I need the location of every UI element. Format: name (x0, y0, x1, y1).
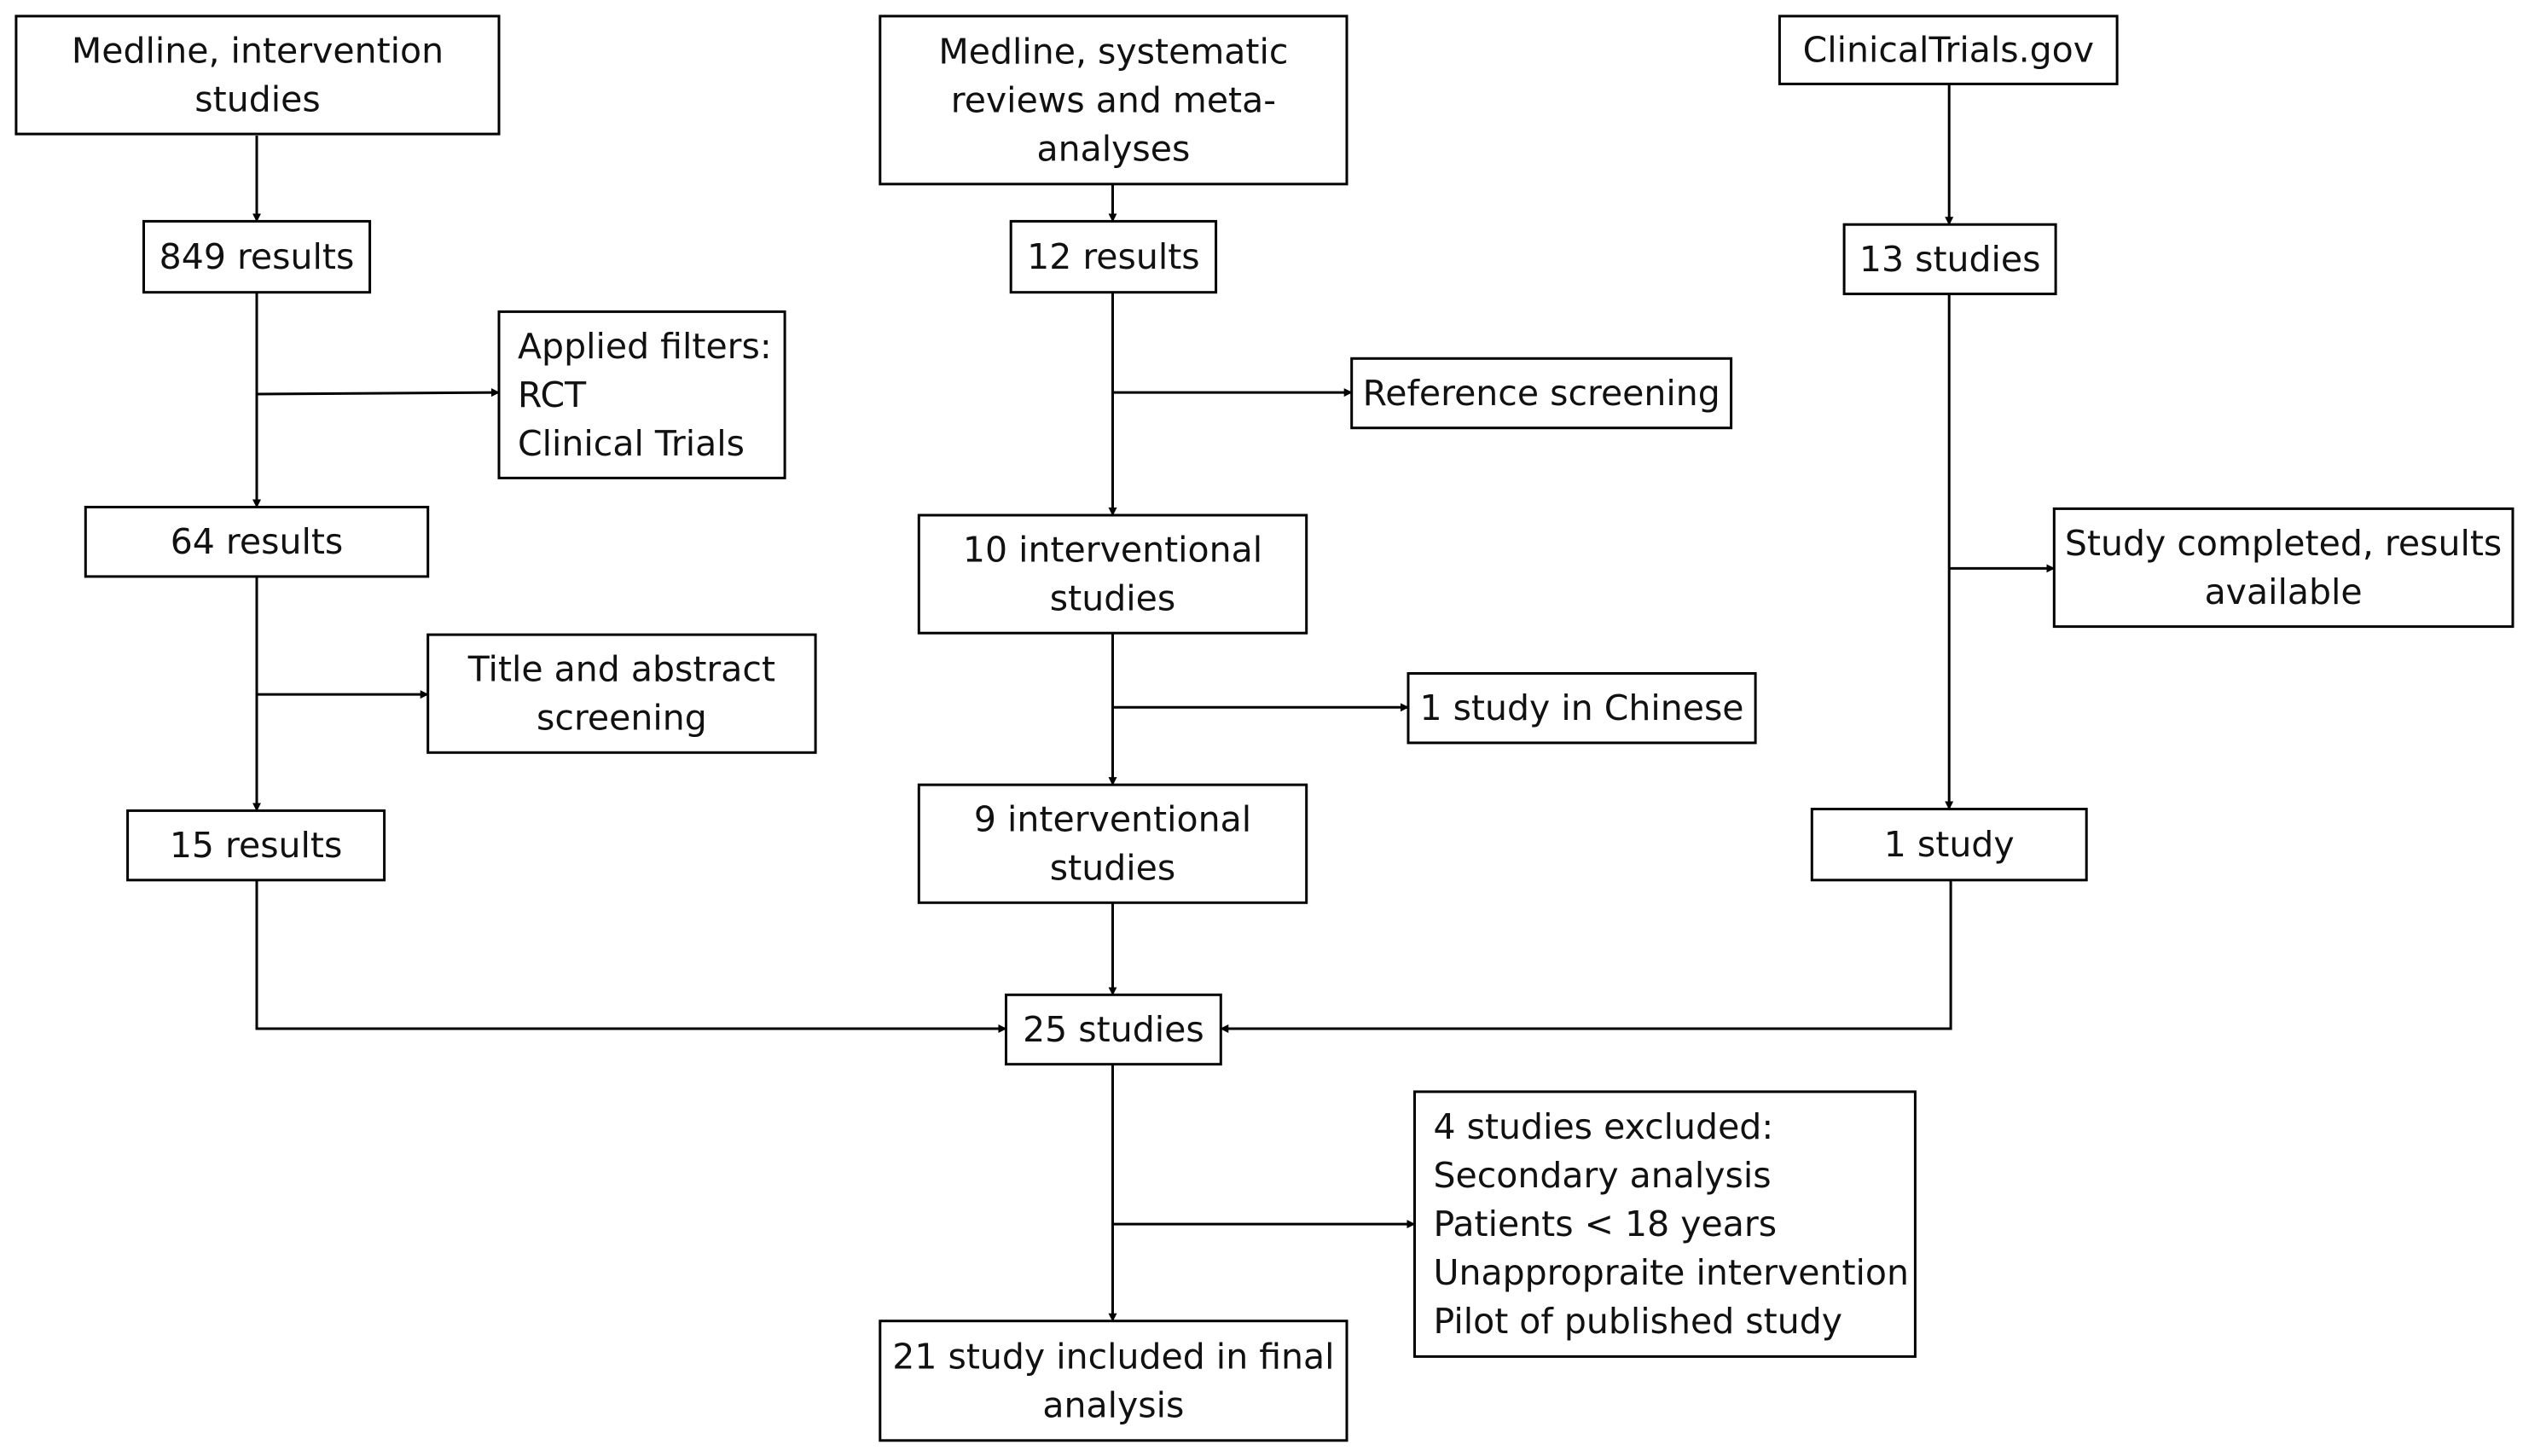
box-label-line: 849 results (160, 236, 355, 277)
box-label-line: 64 results (171, 521, 344, 562)
box-border (1413, 1090, 1917, 1358)
box-border (879, 15, 1348, 186)
box-label-line: Unappropraite intervention (1434, 1252, 1909, 1293)
box-label-line: 25 studies (1023, 1009, 1204, 1050)
box-border (84, 506, 430, 578)
box-label-line: Medline, systematic (938, 31, 1288, 72)
box-label-line: ClinicalTrials.gov (1803, 30, 2094, 71)
box-label-line: Medline, intervention (72, 31, 444, 72)
medline-reviews-box: Medline, systematic reviews and meta-anal… (879, 15, 1348, 186)
box-border (1778, 15, 2119, 85)
box-label-line: 9 interventional (974, 799, 1251, 840)
box-label: 21 study included in final analysis (892, 1336, 1334, 1425)
box-label: Medline, intervention studies (72, 31, 444, 120)
box-border (497, 310, 786, 479)
box-label-line: analysis (1042, 1384, 1184, 1425)
box-border (426, 633, 817, 754)
box-label-line: 10 interventional (963, 530, 1262, 571)
box-label: 10 interventional studies (963, 530, 1262, 619)
final-21-included-box: 21 study included in final analysis (879, 1320, 1348, 1442)
box-border (1406, 672, 1757, 745)
box-label-line: 4 studies excluded: (1434, 1106, 1774, 1147)
box-border (142, 219, 372, 294)
box-label-line: screening (536, 698, 707, 739)
box-label-line: Clinical Trials (518, 423, 745, 464)
box-label: ClinicalTrials.gov (1803, 30, 2094, 71)
box-border (917, 513, 1308, 635)
box-border (14, 15, 501, 136)
box-label: Title and abstract screening (467, 649, 775, 739)
box-border (879, 1320, 1348, 1442)
box-label-line: available (2205, 571, 2363, 612)
box-border (1810, 808, 2088, 882)
arrow-1-to-25 (1220, 879, 1952, 1033)
chinese-study-box: 1 study in Chinese (1406, 672, 1757, 745)
box-label: 25 studies (1023, 1009, 1204, 1050)
box-label: 1 study in Chinese (1419, 687, 1743, 728)
box-label: 1 study (1884, 824, 2015, 865)
box-label-line: Reference screening (1363, 373, 1720, 414)
box-label: Reference screening (1363, 373, 1720, 414)
box-label-line: Title and abstract (467, 649, 775, 690)
box-label-line: studies (1050, 578, 1175, 619)
box-border (917, 783, 1308, 904)
box-label: Study completed, results available (2065, 523, 2502, 612)
box-label-line: 1 study in Chinese (1419, 687, 1743, 728)
box-label-line: 13 studies (1859, 239, 2041, 280)
box-label-line: reviews and meta- (951, 79, 1276, 120)
study-completed-box: Study completed, results available (2052, 507, 2514, 629)
arrow-15-to-25 (255, 879, 1007, 1033)
medline-15-results-box: 15 results (126, 809, 386, 882)
title-abstract-screening-box: Title and abstract screening (426, 633, 817, 754)
box-border (1009, 219, 1218, 294)
box-label: 9 interventional studies (974, 799, 1251, 889)
reference-screening-box: Reference screening (1350, 357, 1733, 430)
box-label: 12 results (1027, 236, 1200, 277)
box-label-line: studies (194, 79, 320, 120)
box-border (1350, 357, 1733, 430)
reviews-12-results-box: 12 results (1009, 219, 1218, 294)
box-label-line: Applied filters: (518, 326, 772, 367)
box-label-line: Patients < 18 years (1434, 1204, 1778, 1244)
box-label: 15 results (170, 825, 343, 866)
clinicaltrials-gov-box: ClinicalTrials.gov (1778, 15, 2119, 85)
box-label-line: Study completed, results (2065, 523, 2502, 564)
box-label-line: studies (1050, 848, 1175, 889)
box-border (1842, 223, 2057, 296)
box-label: 64 results (171, 521, 344, 562)
arrow-to-filters (256, 388, 500, 397)
clinicaltrials-1-study-box: 1 study (1810, 808, 2088, 882)
box-label: 13 studies (1859, 239, 2041, 280)
box-label-line: Secondary analysis (1434, 1155, 1772, 1196)
box-border (126, 809, 386, 882)
box-label: 849 results (160, 236, 355, 277)
box-border (1005, 993, 1222, 1066)
box-label-line: Pilot of published study (1434, 1301, 1843, 1342)
box-label-line: analyses (1036, 128, 1190, 169)
box-label: Medline, systematic reviews and meta-anal… (938, 31, 1288, 169)
total-25-studies-box: 25 studies (1005, 993, 1222, 1066)
box-label-line: 15 results (170, 825, 343, 866)
box-label-line: 21 study included in final (892, 1336, 1334, 1377)
interventional-10-box: 10 interventional studies (917, 513, 1308, 635)
medline-849-results-box: 849 results (142, 219, 372, 294)
box-label-line: RCT (518, 374, 587, 415)
interventional-9-box: 9 interventional studies (917, 783, 1308, 904)
box-label-line: 12 results (1027, 236, 1200, 277)
medline-64-results-box: 64 results (84, 506, 430, 578)
box-label-line: 1 study (1884, 824, 2015, 865)
applied-filters-box: Applied filters: RCT Clinical Trials (497, 310, 786, 479)
medline-intervention-box: Medline, intervention studies (14, 15, 501, 136)
box-label: Applied filters: RCT Clinical Trials (518, 326, 772, 464)
box-border (2052, 507, 2514, 629)
clinicaltrials-13-studies-box: 13 studies (1842, 223, 2057, 296)
